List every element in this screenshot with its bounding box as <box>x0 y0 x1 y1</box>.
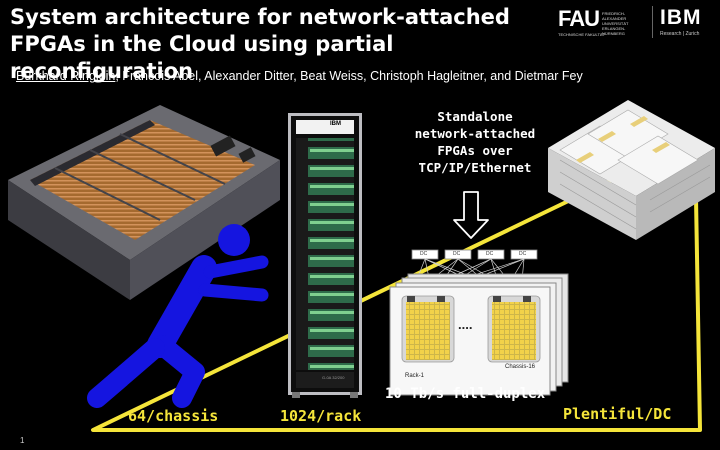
rack-ibm-logo: IBM <box>330 121 341 127</box>
per-chassis-label: 64/chassis <box>128 407 219 425</box>
scale-triangle <box>91 138 702 432</box>
per-rack-label: 1024/rack <box>280 407 362 425</box>
first-author: Burkhard Ringlein <box>16 69 116 83</box>
switch-label-4: DC <box>519 251 527 257</box>
server-chassis-icon <box>8 105 280 300</box>
pushing-figure-icon <box>87 224 269 408</box>
slide-number: 1 <box>20 436 25 445</box>
rack-name-label: Rack-1 <box>405 373 425 379</box>
ibm-research-label: Research | Zurich <box>660 31 700 37</box>
fau-faculty: TECHNISCHE FAKULTÄT <box>558 32 606 37</box>
rack-icon <box>288 113 362 398</box>
throughput-label: 10 Tb/s full-duplex <box>385 386 546 402</box>
rack-chassis-stack <box>389 273 569 396</box>
logo-group: FAU FRIEDRICH-ALEXANDER UNIVERSITÄT ERLA… <box>558 6 714 40</box>
fau-logo: FAU <box>558 6 600 31</box>
logo-divider <box>652 6 653 38</box>
standalone-fpga-label: Standalone network-attached FPGAs over T… <box>414 109 536 175</box>
chassis-ellipsis: .... <box>458 317 473 332</box>
switch-label-3: DC <box>486 251 494 257</box>
down-arrow-icon <box>453 191 489 239</box>
co-authors: , Francois Abel, Alexander Ditter, Beat … <box>115 69 583 83</box>
ibm-logo: IBM <box>660 6 702 29</box>
per-datacenter-label: Plentiful/DC <box>563 405 672 423</box>
author-list: Burkhard Ringlein, Francois Abel, Alexan… <box>16 69 583 83</box>
switch-label-2: DC <box>453 251 461 257</box>
switch-label-1: DC <box>420 251 428 257</box>
fau-subtitle: FRIEDRICH-ALEXANDER UNIVERSITÄT ERLANGEN… <box>602 11 629 36</box>
slide-title: System architecture for network-attached… <box>10 5 510 83</box>
chassis-name-label: Chassis-16 <box>505 364 536 370</box>
rack-footer-label: G-0A 32/200 <box>322 375 345 380</box>
datacenter-icon <box>548 100 715 240</box>
